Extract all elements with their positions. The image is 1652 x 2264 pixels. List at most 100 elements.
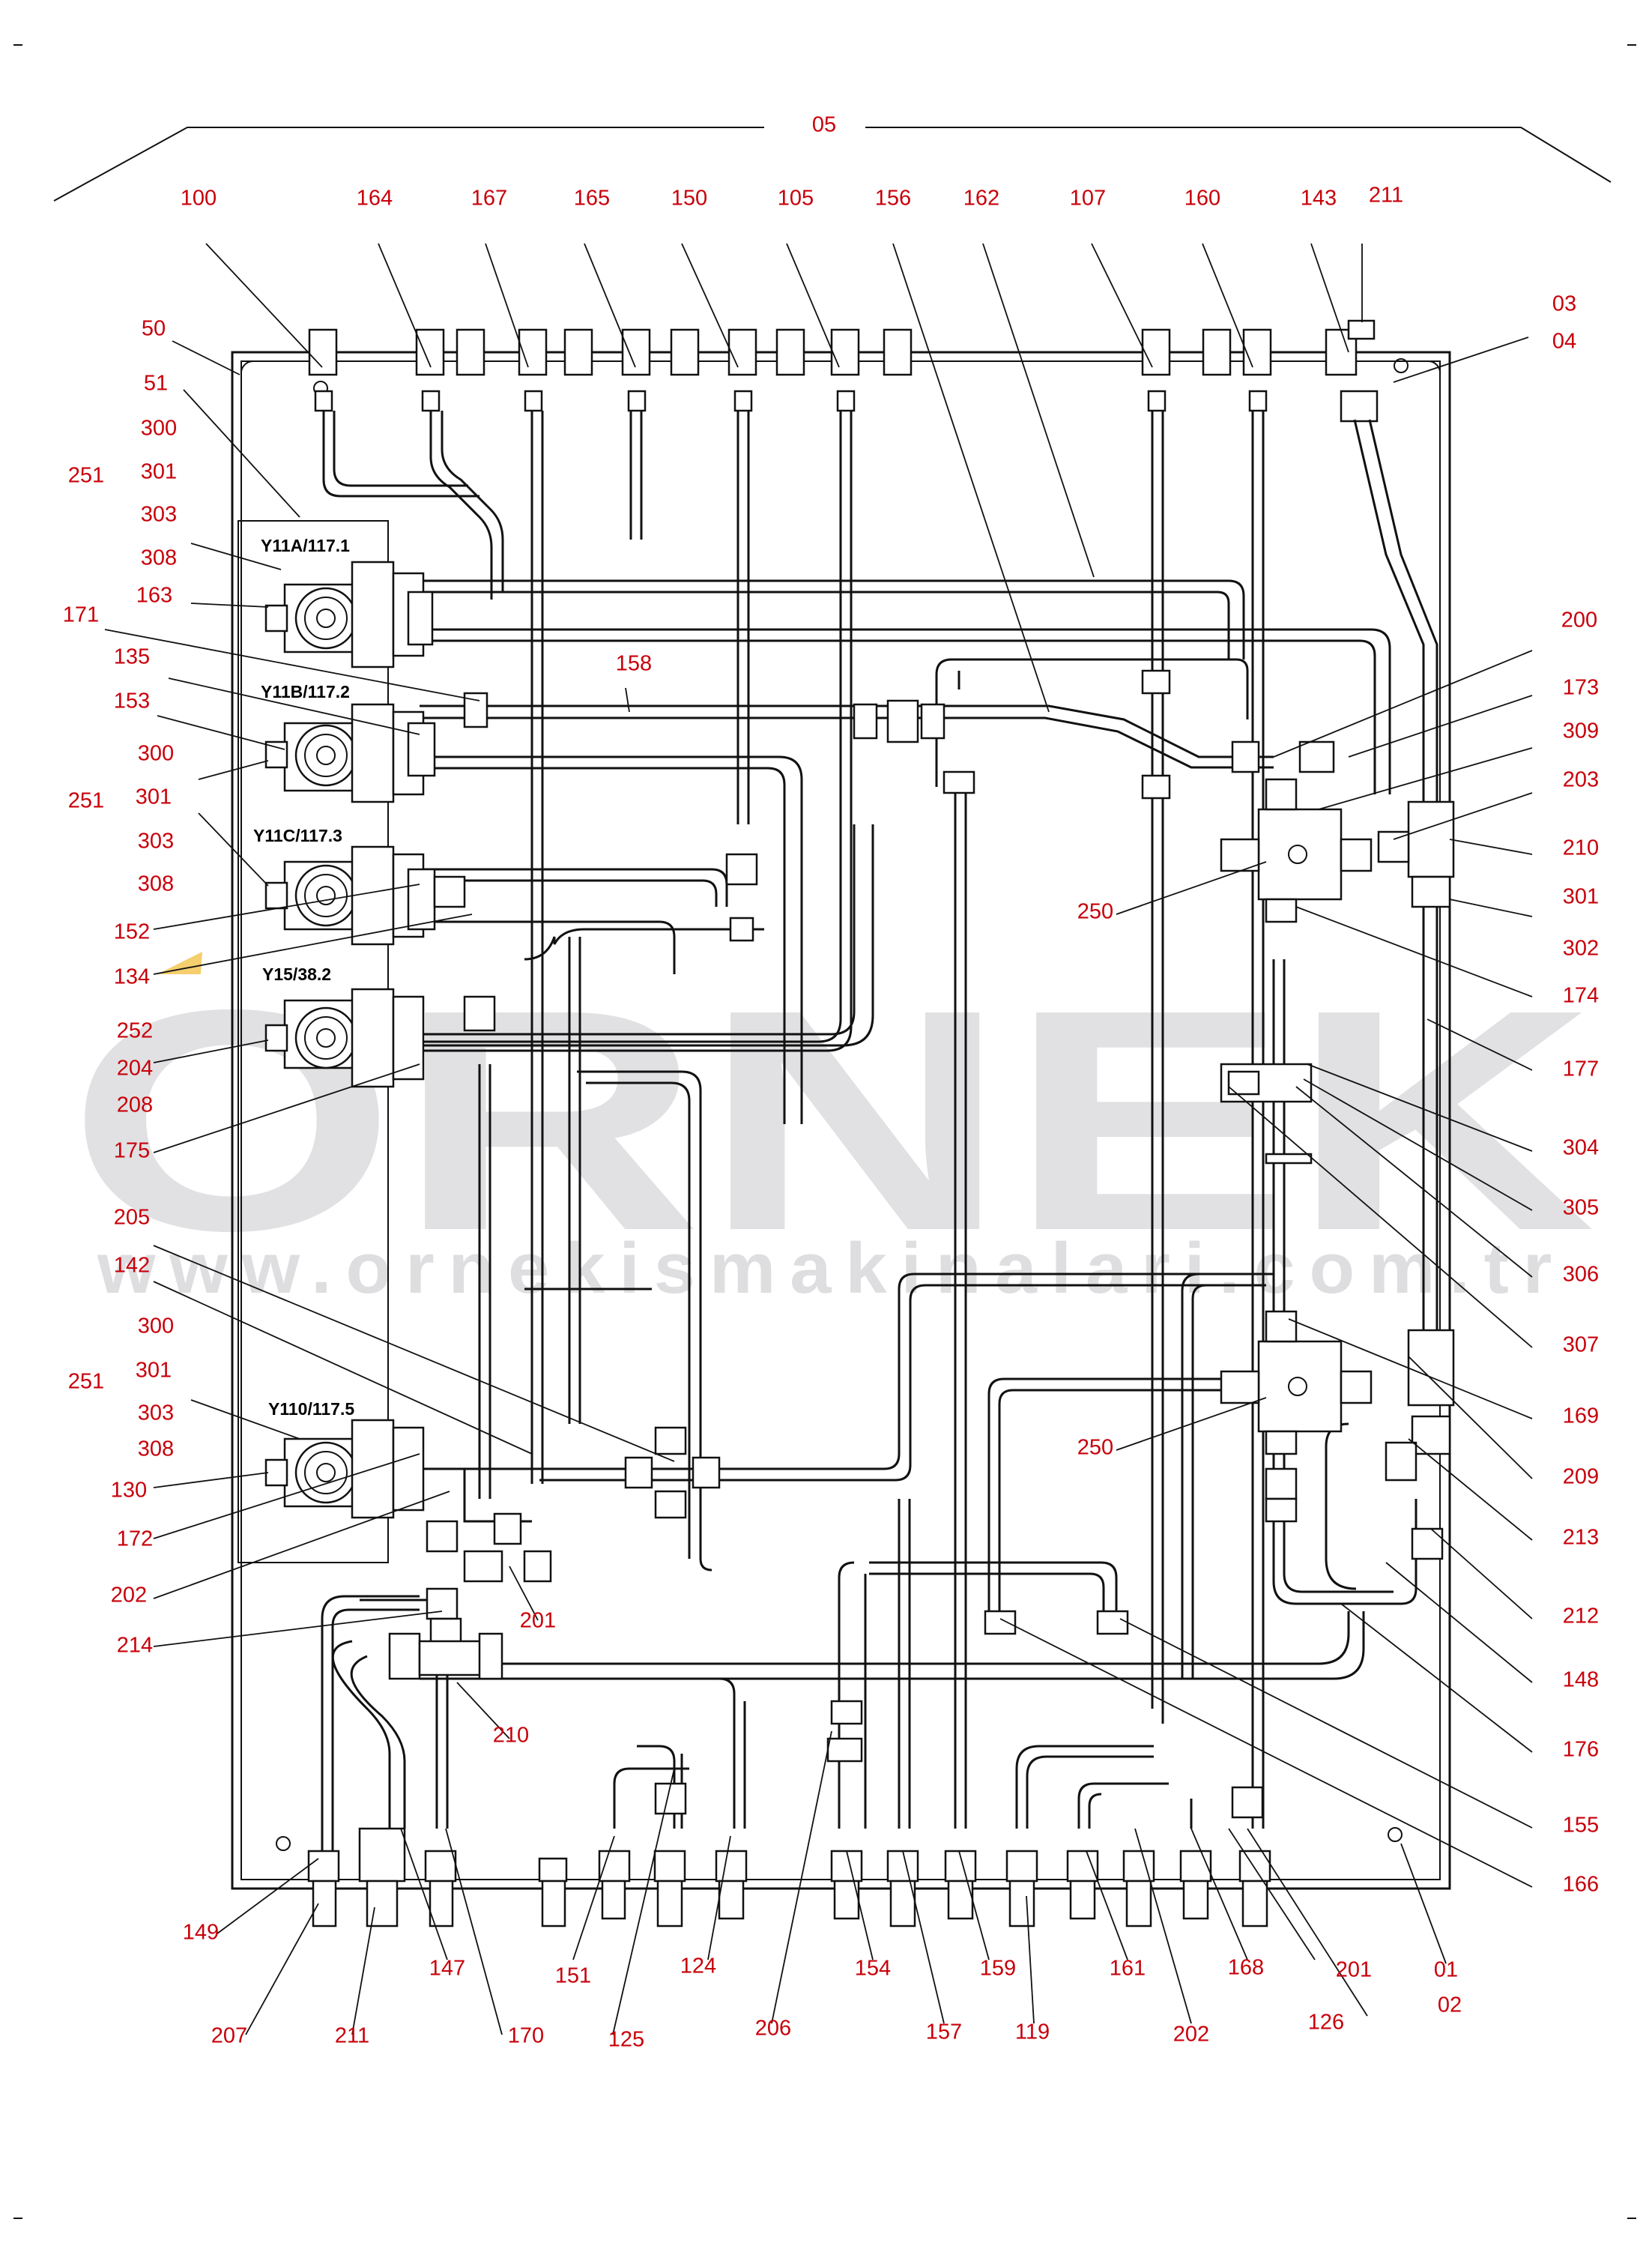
callout-label: 201 [1336, 1958, 1372, 1982]
callout-label: 214 [117, 1634, 153, 1658]
callout-label: 152 [114, 920, 150, 944]
callout-label: 148 [1563, 1668, 1599, 1692]
callout-label: 153 [114, 689, 150, 713]
valve-label: Y110/117.5 [268, 1399, 354, 1419]
bottom-fitting [598, 1850, 631, 1920]
solenoid-valve-y15 [264, 988, 425, 1088]
callout-label: 251 [68, 464, 104, 488]
callout-label: 135 [114, 645, 150, 669]
bottom-fitting [715, 1850, 748, 1920]
bottom-fitting [830, 1850, 863, 1920]
callout-label: 250 [1077, 900, 1113, 924]
top-fitting [670, 328, 700, 376]
callout-label: 251 [68, 789, 104, 813]
inner-label-group: 158 250 250 201 210 [493, 652, 1113, 1748]
top-fitting [775, 328, 805, 376]
callout-label: 147 [429, 1957, 465, 1981]
top-fitting [415, 328, 445, 412]
left-label-group: 50 51 300 301 251 303 308 163 171 135 15… [63, 317, 177, 1658]
top-fitting [308, 328, 338, 412]
callout-label: 157 [926, 2020, 962, 2044]
pressure-valve-lower [1220, 1310, 1373, 1523]
callout-label: 301 [141, 460, 177, 484]
solenoid-valve-y11c [264, 845, 436, 946]
solenoid-valve-y11b [264, 703, 436, 803]
callout-label: 164 [357, 187, 393, 211]
watermark: ORNEK www.ornekismakinalari.com.tr [67, 945, 1596, 1308]
callout-label: 142 [114, 1254, 150, 1278]
callout-label: 212 [1563, 1605, 1599, 1628]
callout-label: 04 [1552, 330, 1576, 354]
callout-label: 168 [1228, 1956, 1264, 1980]
top-fitting [883, 328, 913, 376]
top-fitting [456, 328, 485, 376]
callout-label: 209 [1563, 1465, 1599, 1489]
callout-label: 211 [335, 2024, 369, 2048]
callout-label: 300 [138, 742, 174, 766]
callout-label: 202 [1173, 2023, 1209, 2047]
callout-label: 159 [980, 1957, 1016, 1981]
callout-label: 210 [493, 1724, 529, 1748]
callout-label: 130 [111, 1479, 147, 1503]
top-fitting [563, 328, 593, 376]
callout-label: 208 [117, 1093, 153, 1117]
callout-label: 51 [144, 372, 168, 396]
callout-label: 151 [555, 1964, 591, 1988]
callout-label: 301 [136, 1359, 172, 1383]
top-fitting [1242, 328, 1272, 412]
top-fitting [1202, 328, 1232, 376]
callout-label: 303 [141, 503, 177, 527]
top-fitting [1141, 328, 1171, 412]
callout-label: 107 [1070, 187, 1106, 211]
callout-label: 100 [181, 187, 217, 211]
callout-label: 154 [855, 1957, 891, 1981]
callout-label: 201 [520, 1609, 556, 1633]
callout-label: 03 [1552, 292, 1576, 316]
bottom-fitting [886, 1850, 919, 1928]
callout-label: 308 [138, 1437, 174, 1461]
callout-label: 202 [111, 1584, 147, 1608]
top-fitting [621, 328, 651, 412]
callout-label: 200 [1561, 609, 1597, 633]
callout-label: 119 [1015, 2020, 1050, 2044]
corner-marks [13, 44, 1636, 2219]
top-fitting [830, 328, 860, 412]
callout-label: 124 [680, 1954, 716, 1978]
bottom-fitting [944, 1850, 977, 1920]
callout-label: 173 [1563, 676, 1599, 700]
callout-label: 308 [141, 546, 177, 570]
solenoid-valve-y11a [264, 561, 434, 668]
callout-label: 304 [1563, 1136, 1599, 1160]
callout-label: 301 [136, 785, 172, 809]
callout-label: 01 [1434, 1958, 1458, 1982]
callout-label: 206 [755, 2017, 791, 2041]
callout-label: 170 [508, 2024, 544, 2048]
valve-block-row [264, 561, 436, 1519]
callout-label: 160 [1184, 187, 1220, 211]
bottom-label-group: 149 147 151 124 154 159 161 168 201 01 0… [183, 1921, 1462, 2052]
right-label-group: 200 173 309 203 210 301 302 174 177 304 … [1561, 609, 1599, 1897]
top-dimension-lines [53, 127, 1612, 202]
callout-label: 177 [1563, 1057, 1599, 1081]
callout-label: 156 [875, 187, 911, 211]
valve-label: Y11C/117.3 [253, 826, 342, 845]
bottom-fitting [538, 1857, 568, 1928]
callout-label: 149 [183, 1921, 219, 1945]
pressure-valve-upper [1220, 740, 1373, 923]
callout-label: 126 [1308, 2011, 1344, 2035]
callout-label: 303 [138, 1401, 174, 1425]
callout-label: 251 [68, 1370, 104, 1394]
bottom-fitting [358, 1827, 406, 1928]
valve-label: Y11B/117.2 [261, 682, 350, 701]
callout-label: 305 [1563, 1196, 1599, 1220]
valve-label: Y15/38.2 [262, 965, 331, 984]
callout-label: 308 [138, 872, 174, 896]
callout-label: 307 [1563, 1333, 1599, 1357]
top-fitting [518, 328, 548, 412]
callout-label: 125 [608, 2028, 644, 2052]
callout-label: 150 [671, 187, 707, 211]
callout-label: 172 [117, 1527, 153, 1551]
callout-label: 169 [1563, 1404, 1599, 1428]
bottom-fittings [307, 1827, 1271, 1928]
